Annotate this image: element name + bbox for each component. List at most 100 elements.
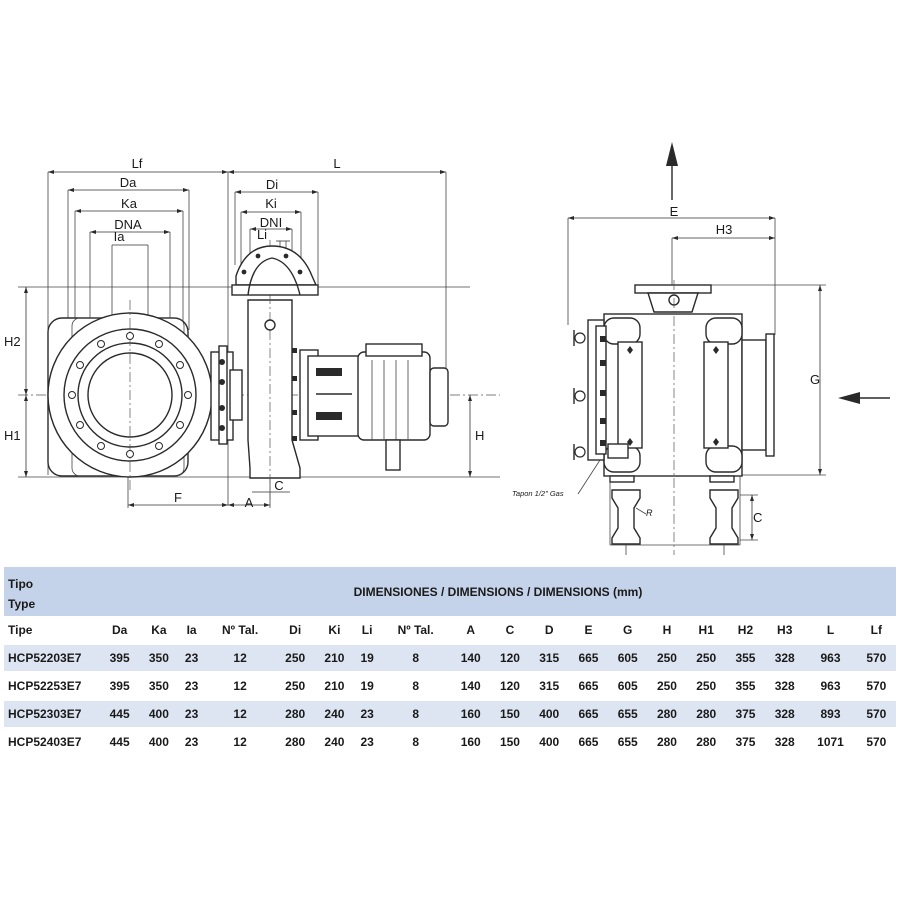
dimension-cell: 1071 [804,729,857,755]
dimension-cell: 893 [804,701,857,727]
dimension-cell: 395 [100,645,140,671]
label-a: A [245,495,254,510]
column-header: H3 [765,616,805,643]
dimension-cell: 250 [686,673,726,699]
column-header: G [608,616,648,643]
dimension-cell: 280 [686,729,726,755]
dimension-cell: 375 [725,701,766,727]
label-f: F [174,490,182,505]
label-da: Da [120,175,137,190]
dimension-cell: 375 [725,729,766,755]
dimension-cell: 240 [314,729,355,755]
dimension-cell: 8 [380,673,452,699]
dimension-cell: 250 [647,645,687,671]
label-tapon: Tapon 1/2" Gas [512,489,564,498]
dimension-cell: 655 [608,701,648,727]
dimension-cell: 23 [178,645,205,671]
dimension-cell: 350 [139,645,179,671]
dimension-cell: 315 [529,645,569,671]
dimensions-table: Tipo DIMENSIONES / DIMENSIONS / DIMENSIO… [4,567,896,755]
column-header: C [490,616,530,643]
dimension-cell: 963 [804,673,857,699]
dimension-cell: 350 [139,673,179,699]
dimension-cell: 8 [380,729,452,755]
label-ia: Ia [114,229,126,244]
dimension-cell: 19 [354,673,381,699]
pump-dimension-drawing: Lf Da Ka DNA Ia L Di Ki DNI Li H2 H1 H F… [4,142,890,555]
dimension-cell: 395 [100,673,140,699]
dimension-cell: 328 [765,701,805,727]
dimension-cell: 240 [314,701,355,727]
column-header: Li [354,616,381,643]
column-header: H1 [686,616,726,643]
dimension-cell: 280 [275,701,315,727]
label-l: L [333,156,340,171]
header-tipo: Tipo [4,567,100,592]
label-r: R [646,508,653,518]
dimension-cell: 280 [647,729,687,755]
label-li: Li [257,227,267,242]
dimension-cell: 210 [314,645,355,671]
label-dna: DNA [114,217,142,232]
column-header: Nº Tal. [380,616,452,643]
column-header: A [451,616,491,643]
dimension-cell: 23 [178,673,205,699]
dimension-cell: 280 [647,701,687,727]
dimension-cell: 250 [686,645,726,671]
dimension-cell: 12 [204,701,276,727]
dimension-cell: 250 [275,645,315,671]
dimension-cell: 400 [139,729,179,755]
dimension-cell: 963 [804,645,857,671]
column-header: Ia [178,616,205,643]
dimension-cell: 150 [490,701,530,727]
dimension-cell: 570 [856,729,896,755]
dimension-cell: 315 [529,673,569,699]
dimension-cell: 445 [100,729,140,755]
dimension-cell: 665 [568,729,609,755]
label-e: E [670,204,679,219]
dimension-cell: 605 [608,645,648,671]
label-g: G [810,372,820,387]
dimension-cell: 250 [647,673,687,699]
dimension-cell: 605 [608,673,648,699]
dimension-cell: 570 [856,645,896,671]
dimension-cell: 23 [354,701,381,727]
header-type: Type [4,592,100,616]
dimension-cell: 23 [178,701,205,727]
column-header: Tipe [4,616,100,643]
column-header: Ki [314,616,355,643]
dimension-cell: 328 [765,673,805,699]
model-cell: HCP52203E7 [4,645,100,671]
dimension-cell: 12 [204,645,276,671]
column-header: Ka [139,616,179,643]
side-view [567,142,890,555]
label-h1: H1 [4,428,21,443]
dimension-cell: 160 [451,701,491,727]
dimension-cell: 355 [725,645,766,671]
dimension-cell: 328 [765,645,805,671]
dimension-cell: 665 [568,645,609,671]
label-h3: H3 [716,222,733,237]
dimension-cell: 23 [178,729,205,755]
dimension-cell: 280 [275,729,315,755]
model-cell: HCP52303E7 [4,701,100,727]
column-header: D [529,616,569,643]
column-header: Nº Tal. [204,616,276,643]
label-ki: Ki [265,196,277,211]
dimension-cell: 445 [100,701,140,727]
dimension-cell: 19 [354,645,381,671]
dimension-cell: 655 [608,729,648,755]
dimension-cell: 570 [856,701,896,727]
dimension-cell: 12 [204,729,276,755]
dimension-cell: 328 [765,729,805,755]
model-cell: HCP52253E7 [4,673,100,699]
column-header: L [804,616,857,643]
front-view [18,170,500,508]
dimension-cell: 120 [490,673,530,699]
dimension-cell: 250 [275,673,315,699]
dimension-cell: 280 [686,701,726,727]
